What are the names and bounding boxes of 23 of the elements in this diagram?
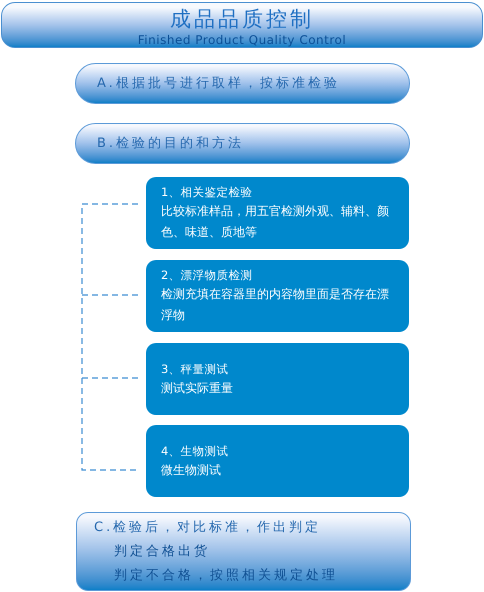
test-card — [146, 343, 409, 415]
test-card — [146, 177, 409, 249]
card-text: 检测充填在容器里的内容物里面是否存在漂浮物 — [161, 286, 390, 324]
card-title: 3、秤量测试 — [161, 360, 230, 378]
card-text: 测试实际重量 — [161, 380, 234, 396]
card-title: 4、生物测试 — [161, 442, 230, 460]
card-text: 比较标准样品，用五官检测外观、辅料、颜色、味道、质地等 — [161, 203, 390, 241]
card-text: 微生物测试 — [161, 462, 222, 478]
step-heading: C.检验后，对比标准，作出判定 — [94, 518, 322, 536]
test-card — [146, 260, 409, 332]
step-heading: B.检验的目的和方法 — [97, 134, 244, 152]
result-text: 判定不合格，按照相关规定处理 — [113, 566, 339, 584]
result-text: 判定合格出货 — [113, 542, 211, 560]
result-box — [76, 512, 411, 591]
card-title: 1、相关鉴定检验 — [161, 184, 254, 201]
step-box — [75, 63, 410, 104]
step-box — [75, 123, 410, 164]
header-banner — [1, 2, 483, 48]
test-card — [146, 425, 409, 497]
step-heading: A.根据批号进行取样，按标准检验 — [97, 74, 340, 92]
card-title: 2、漂浮物质检测 — [161, 267, 254, 284]
header-subtitle: Finished Product Quality Control — [138, 33, 346, 47]
header-title: 成品品质控制 — [170, 7, 314, 31]
